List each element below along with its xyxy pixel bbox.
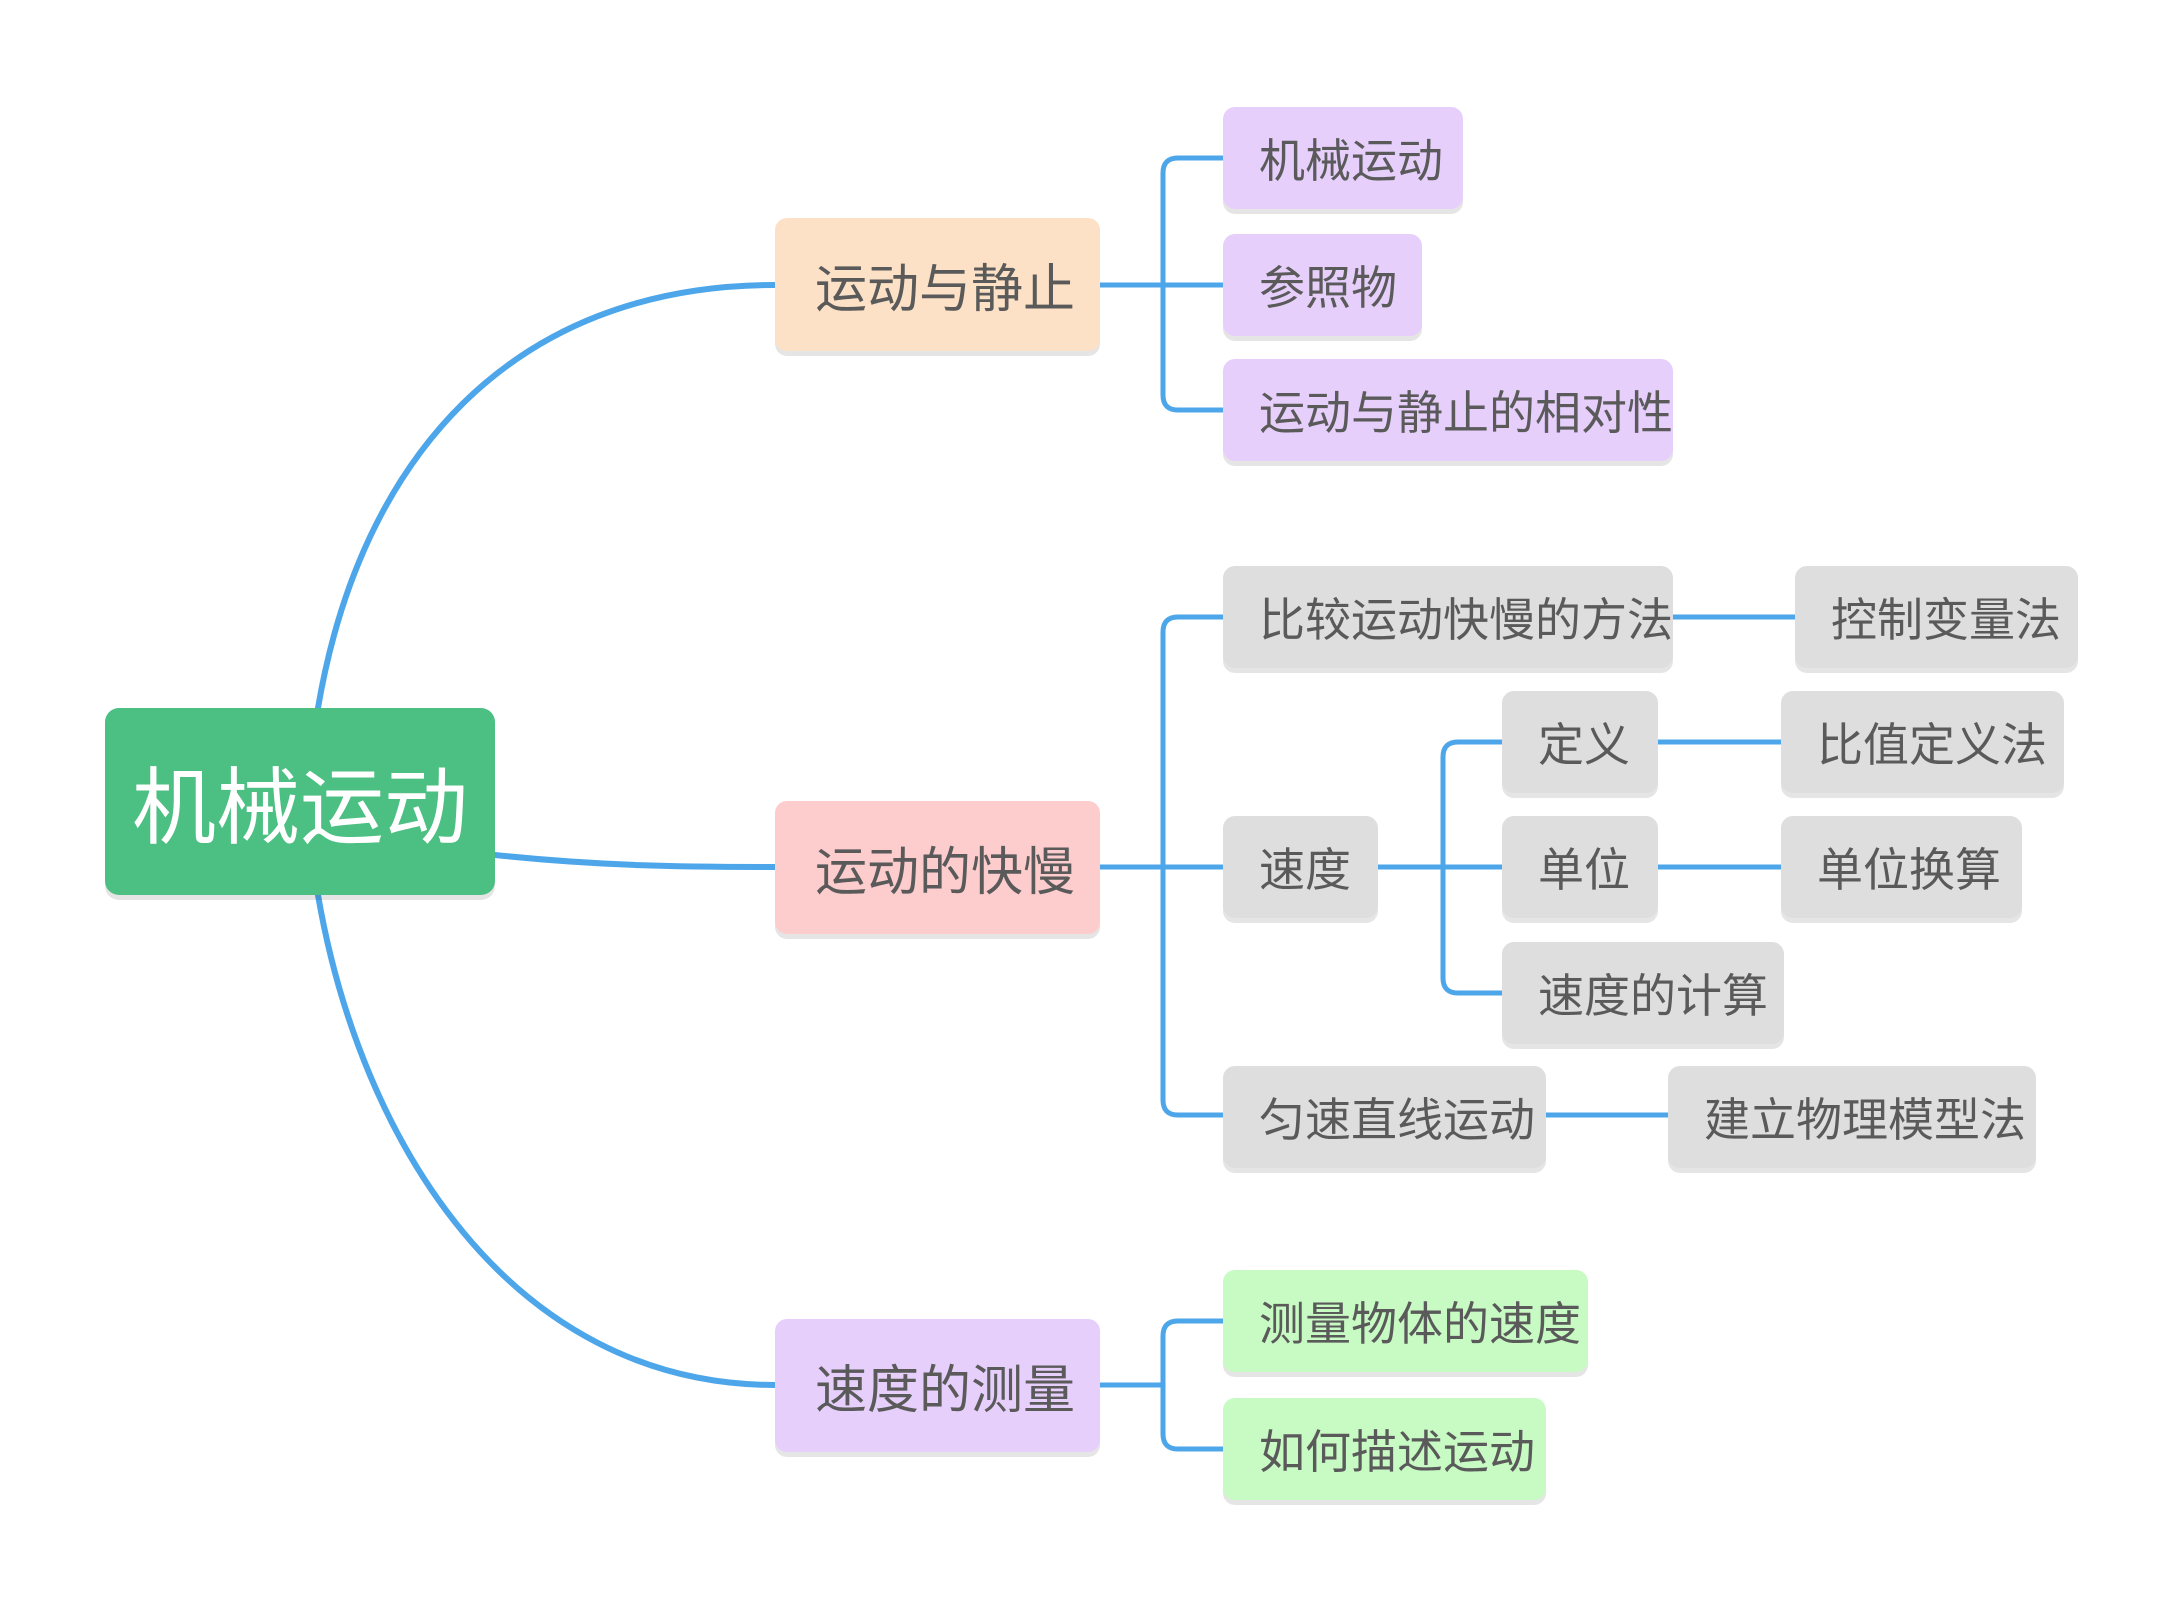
node-unit[interactable]: 单位 [1502, 816, 1658, 918]
connector-root-motion-rest [315, 282, 778, 711]
node-uniform-linear-motion[interactable]: 匀速直线运动 [1223, 1066, 1546, 1168]
node-speed-label: 速度 [1259, 843, 1351, 897]
connector-root-measuring-speed [315, 892, 778, 1388]
node-control-variable-method-label: 控制变量法 [1831, 593, 2061, 647]
node-compare-methods[interactable]: 比较运动快慢的方法 [1223, 566, 1673, 668]
node-ratio-definition-method-label: 比值定义法 [1817, 718, 2047, 772]
node-uniform-linear-motion-label: 匀速直线运动 [1259, 1093, 1535, 1147]
node-physical-model-method[interactable]: 建立物理模型法 [1668, 1066, 2036, 1168]
branch-measuring-speed-label: 速度的测量 [815, 1361, 1076, 1421]
branch-measuring-speed[interactable]: 速度的测量 [775, 1319, 1100, 1452]
node-ratio-definition-method[interactable]: 比值定义法 [1781, 691, 2064, 793]
connector-measuring-speed-bracket [1160, 1318, 1226, 1452]
branch-motion-rest[interactable]: 运动与静止 [775, 218, 1100, 351]
node-mechanical-motion[interactable]: 机械运动 [1223, 107, 1463, 209]
node-describe-motion[interactable]: 如何描述运动 [1223, 1398, 1546, 1500]
node-speed-calculation-label: 速度的计算 [1538, 969, 1768, 1023]
connector-root-speed-of-motion [492, 852, 778, 870]
node-measure-object-speed-label: 测量物体的速度 [1259, 1297, 1581, 1351]
branch-motion-rest-label: 运动与静止 [815, 260, 1076, 320]
node-relativity-label: 运动与静止的相对性 [1259, 386, 1673, 440]
node-relativity[interactable]: 运动与静止的相对性 [1223, 359, 1673, 461]
node-physical-model-method-label: 建立物理模型法 [1704, 1093, 2026, 1147]
branch-speed-of-motion[interactable]: 运动的快慢 [775, 801, 1100, 934]
node-compare-methods-label: 比较运动快慢的方法 [1259, 593, 1673, 647]
node-unit-conversion-label: 单位换算 [1817, 843, 2001, 897]
node-control-variable-method[interactable]: 控制变量法 [1795, 566, 2078, 668]
branch-speed-of-motion-label: 运动的快慢 [815, 843, 1076, 903]
node-unit-label: 单位 [1538, 843, 1630, 897]
node-definition-label: 定义 [1538, 718, 1630, 772]
node-speed-calculation[interactable]: 速度的计算 [1502, 942, 1784, 1044]
node-reference-object[interactable]: 参照物 [1223, 234, 1422, 336]
node-measure-object-speed[interactable]: 测量物体的速度 [1223, 1270, 1588, 1372]
connector-speed-of-motion-bracket [1160, 614, 1226, 1118]
root-node[interactable]: 机械运动 [105, 708, 495, 895]
node-mechanical-motion-label: 机械运动 [1259, 134, 1443, 188]
node-unit-conversion[interactable]: 单位换算 [1781, 816, 2022, 918]
connector-speed-bracket [1440, 739, 1505, 996]
root-label: 机械运动 [131, 759, 468, 857]
node-definition[interactable]: 定义 [1502, 691, 1658, 793]
node-describe-motion-label: 如何描述运动 [1259, 1425, 1535, 1479]
node-reference-object-label: 参照物 [1259, 261, 1397, 315]
node-speed[interactable]: 速度 [1223, 816, 1378, 918]
